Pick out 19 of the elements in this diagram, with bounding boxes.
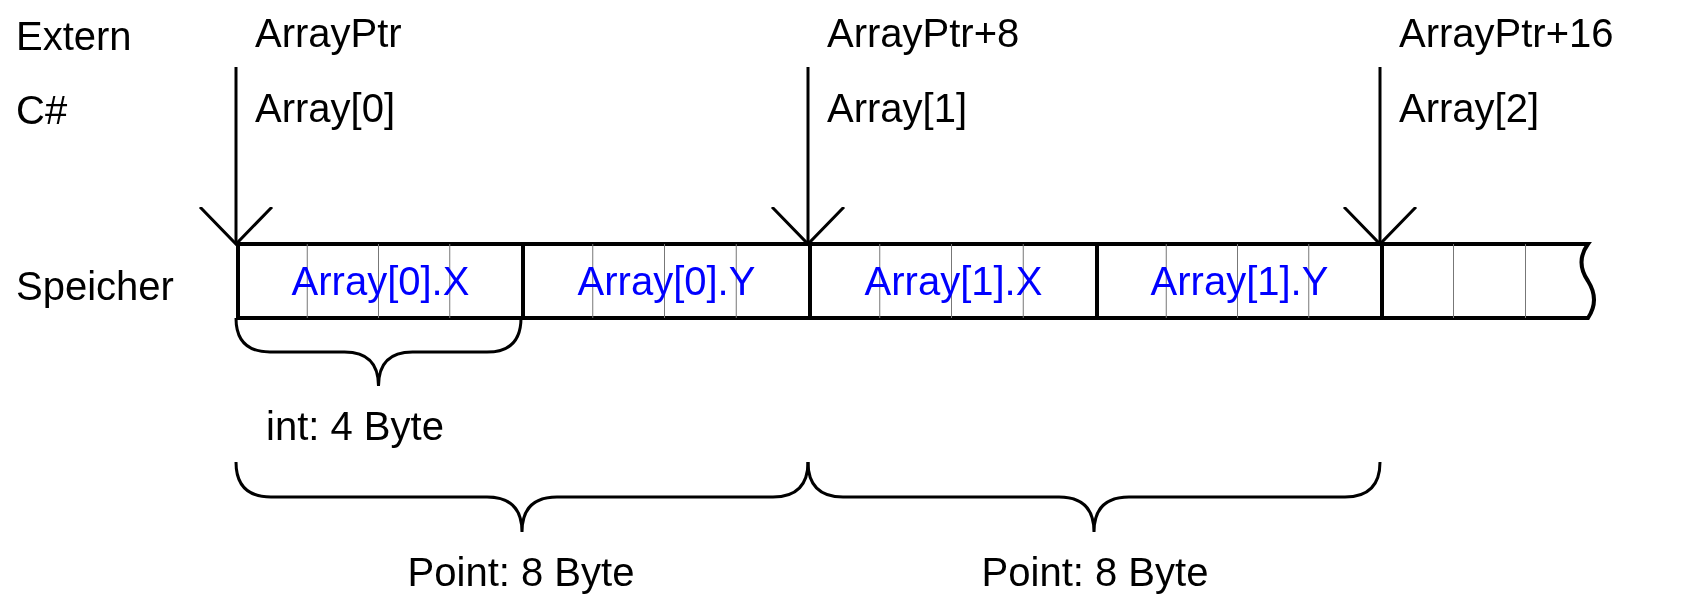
pointer-label: ArrayPtr+8 (827, 13, 1020, 53)
text-label: Point: 8 Byte (407, 549, 635, 596)
text-label: Speicher (16, 263, 174, 310)
pointer-label: Array[0] (255, 88, 396, 128)
text-label: int: 4 Byte (266, 403, 444, 450)
arrow (198, 67, 274, 246)
cell-text: Array[1].X (864, 261, 1043, 301)
text-label: Extern (16, 13, 132, 60)
pointer-label: ArrayPtr (255, 13, 402, 53)
pointer-label: Array[1] (827, 88, 968, 128)
arrow (770, 67, 846, 246)
cell-text: Array[1].Y (1150, 261, 1329, 301)
text-label: C# (16, 87, 68, 134)
cell-text: Array[0].Y (577, 261, 756, 301)
arrow (1342, 67, 1418, 246)
pointer-label: Array[2] (1399, 88, 1540, 128)
cell-text: Array[0].X (291, 261, 470, 301)
text-label: Point: 8 Byte (981, 549, 1209, 596)
pointer-label: ArrayPtr+16 (1399, 13, 1614, 53)
